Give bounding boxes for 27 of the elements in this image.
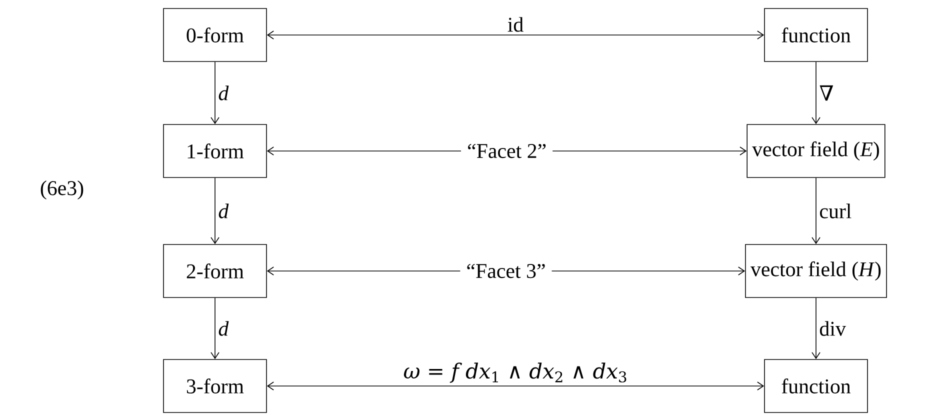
box: 2-form [163, 244, 267, 298]
box: 1-form [163, 124, 267, 178]
arrow [210, 178, 220, 244]
box: vector field (H) [745, 244, 887, 298]
edge-label: d [218, 204, 229, 218]
arrow [812, 62, 820, 124]
edge-label: “Facet 3” [460, 258, 552, 284]
edge-label: ∇ [820, 85, 834, 101]
arrow [812, 178, 820, 244]
edge-label: div [820, 321, 846, 336]
edge-label: d [218, 321, 229, 336]
edge-label: curl [820, 204, 852, 218]
arrow [266, 382, 764, 390]
box: 3-form [163, 359, 267, 413]
box: function [764, 359, 868, 413]
edge-label: id [508, 17, 524, 32]
equation-number: (6e3) [40, 180, 84, 200]
edge-label: d [218, 86, 229, 100]
box: function [764, 8, 868, 62]
box: 0-form [163, 8, 267, 62]
arrow [266, 30, 764, 40]
edge-label: “Facet 2” [461, 138, 553, 164]
box: vector field (E) [746, 124, 886, 178]
edge-label: ω = f dx$_{1}$ ∧ dx$_{2}$ ∧ dx$_{3}$ [404, 362, 626, 383]
arrow [812, 298, 820, 360]
arrow [210, 298, 220, 360]
arrow [210, 62, 220, 124]
